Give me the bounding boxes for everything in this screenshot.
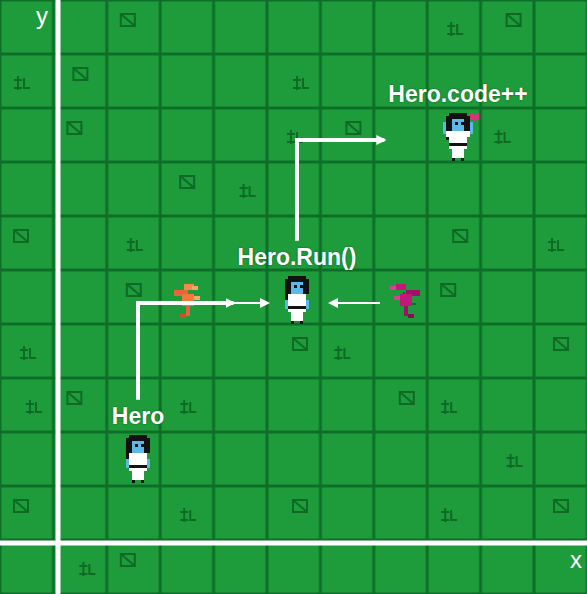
path-arrow [138,303,234,400]
hero-sprite [276,276,318,330]
hero-cheering-sprite [437,113,479,167]
y-axis [56,0,61,594]
hero-label: Hero.code++ [388,82,527,107]
hero-label: Hero [112,404,164,429]
magenta-dragon [390,284,420,318]
path-arrow [297,140,384,241]
hero-node: Hero.code++ [388,82,527,167]
hero-node: Hero [112,404,164,489]
axis-label: y [36,4,48,28]
axis-label: x [570,548,582,572]
grass-marks [14,14,568,576]
hero-sprite [117,435,159,489]
x-axis [0,541,587,546]
hero-node: Hero.Run() [238,245,357,330]
hero-label: Hero.Run() [238,245,357,270]
